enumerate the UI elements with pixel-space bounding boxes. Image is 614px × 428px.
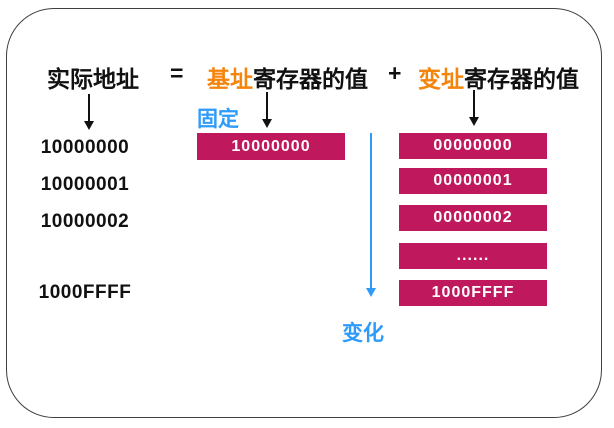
index-register-value-box: 00000000 (399, 133, 547, 159)
equation-base-register-term: 基址寄存器的值 (207, 60, 368, 94)
equation-index-register-term: 变址寄存器的值 (418, 60, 579, 94)
actual-address-item: 1000FFFF (38, 282, 132, 303)
equation-plus-sign: + (388, 60, 402, 86)
index-register-value-box: 00000002 (399, 205, 547, 231)
index-register-value-box: ...... (399, 243, 547, 269)
arrow-down-index-register-icon (473, 90, 475, 118)
actual-address-item: 10000002 (40, 211, 130, 232)
equation-title: 实际地址 = 基址寄存器的值 + 变址寄存器的值 (0, 60, 614, 92)
rounded-border-frame (6, 8, 602, 418)
base-register-value-box: 10000000 (197, 133, 345, 160)
base-register-highlight: 基址 (207, 66, 253, 92)
index-register-rest: 寄存器的值 (464, 66, 579, 92)
actual-address-item: 10000001 (40, 174, 130, 195)
equation-equals-sign: = (170, 60, 184, 86)
changing-label: 变化 (342, 322, 384, 345)
equation-actual-address-label: 实际地址 (47, 66, 139, 92)
index-register-highlight: 变址 (418, 66, 464, 92)
arrow-down-changing-icon (370, 133, 372, 289)
base-register-rest: 寄存器的值 (253, 66, 368, 92)
fixed-label: 固定 (197, 108, 239, 131)
arrow-down-actual-address-icon (88, 94, 90, 122)
index-register-value-box: 00000001 (399, 168, 547, 194)
actual-address-item: 10000000 (40, 137, 130, 158)
arrow-down-base-register-icon (266, 92, 268, 120)
index-register-value-box: 1000FFFF (399, 280, 547, 306)
